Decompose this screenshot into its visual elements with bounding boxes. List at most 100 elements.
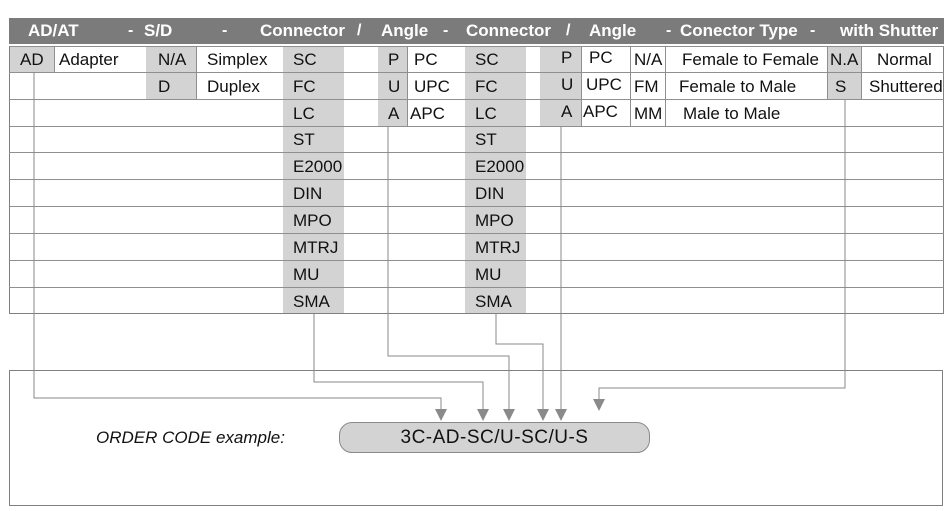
sd-label: Simplex [207,50,268,69]
header-bar [9,18,944,44]
order-code-example: 3C-AD-SC/U-SC/U-S [339,422,650,453]
row-divider [9,206,944,207]
row-divider [9,152,944,153]
angle-2-code: A [561,102,573,121]
row-divider [9,46,944,47]
shutter-label: Normal [877,50,932,69]
row-divider [9,179,944,180]
column-divider [196,46,197,99]
row-divider [9,99,944,100]
row-divider [9,126,944,127]
header-angle-2: Angle [589,21,637,40]
angle-1-label: UPC [414,77,450,96]
adapter-code: AD [20,50,44,69]
angle-1-label: APC [410,104,445,123]
connector-1-line [313,314,484,410]
connector-2-column [465,46,526,314]
sd-code: D [158,77,171,96]
arrow-adapter-icon [435,409,447,421]
sd-label: Duplex [207,77,260,96]
header-with-shutter: with Shutter [840,21,939,40]
connector-type-code: MM [634,104,663,123]
connector-2-item: DIN [475,184,505,203]
angle-2-code: U [561,75,574,94]
arrow-connector-1-icon [477,409,489,421]
adapter-label: Adapter [59,50,119,69]
adapter-line [33,72,442,410]
column-divider [581,46,582,126]
header-dash: - [443,22,449,39]
connector-1-item: LC [293,104,315,123]
sd-code: N/A [158,50,187,69]
header-sd: S/D [144,21,173,40]
connector-1-item: MPO [293,211,332,230]
connector-type-code: FM [634,77,659,96]
header-slash: / [357,22,362,39]
connector-type-label: Male to Male [683,104,781,123]
header-connector-2: Connector [466,21,551,40]
row-divider [9,233,944,234]
angle-2-label: UPC [586,75,622,94]
order-code-label: ORDER CODE example: [96,428,285,447]
arrow-connector-2-icon [537,409,549,421]
connector-1-item: ST [293,130,315,149]
connector-2-item: MPO [475,211,514,230]
header-slash: / [566,22,571,39]
connector-2-item: MTRJ [475,238,521,257]
shutter-code: S [835,77,847,96]
angle-1-code: A [388,104,400,123]
connector-1-item: SMA [293,292,330,311]
connector-1-item: DIN [293,184,323,203]
order-code-panel [9,370,943,506]
column-divider [407,46,408,126]
arrow-shutter-icon [593,399,605,411]
header-connector-1: Connector [260,21,345,40]
angle-1-code-column [378,46,407,126]
angle-2-label: APC [583,102,618,121]
connector-2-item: MU [475,265,502,284]
adapter-code-cell [9,46,54,72]
angle-1-code: P [388,50,400,69]
angle-2-code-column [540,46,581,126]
row-divider [9,260,944,261]
column-divider [630,46,631,126]
arrow-angle-2-icon [555,409,567,421]
connector-type-label: Female to Female [682,50,819,69]
column-divider [861,46,862,99]
angle-1-line [387,126,510,410]
connector-2-line [495,314,544,410]
column-divider [665,46,666,126]
connector-1-item: E2000 [293,157,343,176]
header-dash: - [810,22,816,39]
arrow-angle-1-icon [503,409,515,421]
angle-1-label: PC [414,50,438,69]
row-divider [9,72,944,73]
connector-2-item: SC [475,50,499,69]
header-dash: - [666,22,672,39]
connector-1-item: MU [293,265,320,284]
column-divider [827,46,828,99]
shutter-code: N.A [830,50,859,69]
connector-type-label: Female to Male [679,77,797,96]
connector-1-item: FC [293,77,316,96]
connector-1-item: MTRJ [293,238,339,257]
connector-2-item: FC [475,77,498,96]
connector-type-code: N/A [634,50,663,69]
shutter-label: Shuttered [869,77,943,96]
header-connector-type: Conector Type [680,21,798,40]
angle-2-label: PC [589,48,613,67]
connector-1-item: SC [293,50,317,69]
shutter-line [598,99,846,400]
connector-1-column [283,46,344,314]
connector-2-item: ST [475,130,497,149]
angle-1-code: U [388,77,401,96]
header-dash: - [128,22,134,39]
header-angle-1: Angle [381,21,429,40]
header-dash: - [222,22,228,39]
row-divider [9,287,944,288]
connector-2-item: E2000 [475,157,525,176]
connector-2-item: LC [475,104,497,123]
connector-2-item: SMA [475,292,512,311]
angle-2-code: P [561,48,573,67]
